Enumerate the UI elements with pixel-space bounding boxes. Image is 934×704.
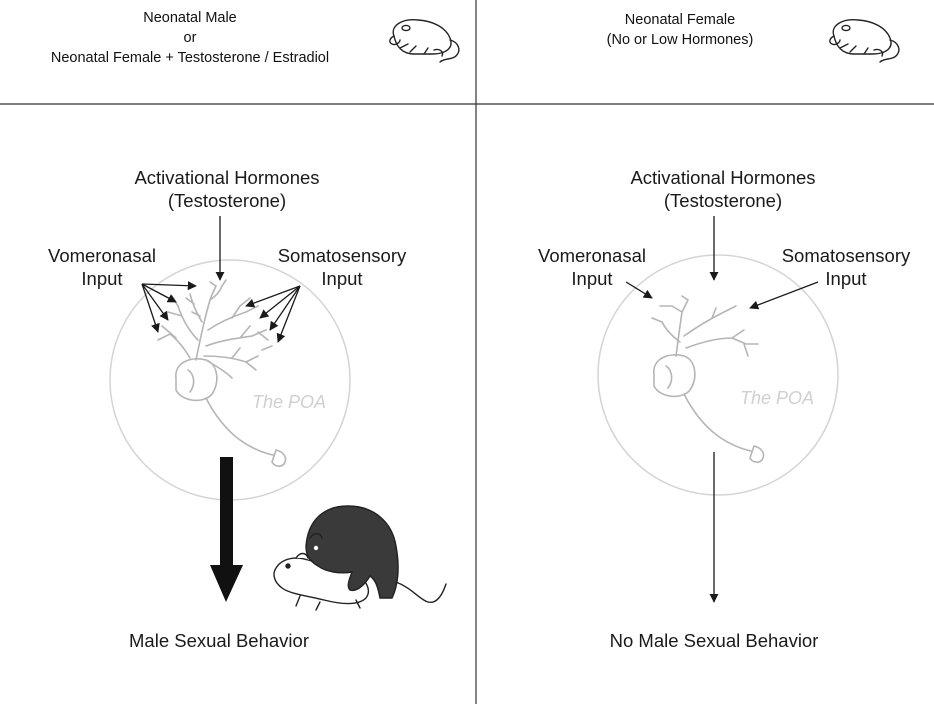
mating-rats-icon (274, 506, 446, 610)
neonatal-pup-icon (390, 20, 459, 62)
left-somatosensory-label: Somatosensory Input (252, 244, 432, 290)
vomeronasal-line1: Vomeronasal (22, 244, 182, 267)
somatosensory-line2: Input (252, 267, 432, 290)
right-header-line1: Neonatal Female (560, 10, 800, 30)
activational-line2: (Testosterone) (92, 189, 362, 212)
activational-line1: Activational Hormones (92, 166, 362, 189)
right-vomeronasal-label: Vomeronasal Input (512, 244, 672, 290)
right-somatosensory-label: Somatosensory Input (758, 244, 934, 290)
somatosensory-line1: Somatosensory (758, 244, 934, 267)
left-activational-label: Activational Hormones (Testosterone) (92, 166, 362, 212)
left-header-line2: or (0, 28, 380, 48)
right-activational-label: Activational Hormones (Testosterone) (588, 166, 858, 212)
vomeronasal-line2: Input (512, 267, 672, 290)
left-poa-label: The POA (252, 392, 326, 413)
neuron-icon (158, 280, 286, 466)
left-header-line1: Neonatal Male (0, 8, 380, 28)
somatosensory-line2: Input (758, 267, 934, 290)
right-behavior-label: No Male Sexual Behavior (584, 630, 844, 652)
left-behavior-label: Male Sexual Behavior (94, 630, 344, 652)
vomeronasal-line2: Input (22, 267, 182, 290)
activational-line1: Activational Hormones (588, 166, 858, 189)
somatosensory-arrows (246, 286, 300, 342)
neuron-icon (652, 296, 764, 462)
right-header: Neonatal Female (No or Low Hormones) (560, 10, 800, 50)
neonatal-pup-icon (830, 20, 899, 62)
left-header-line3: Neonatal Female + Testosterone / Estradi… (0, 48, 380, 68)
activational-line2: (Testosterone) (588, 189, 858, 212)
strong-behavior-arrow (210, 457, 243, 602)
poa-region-circle (598, 255, 838, 495)
left-header: Neonatal Male or Neonatal Female + Testo… (0, 8, 380, 68)
left-vomeronasal-label: Vomeronasal Input (22, 244, 182, 290)
right-poa-label: The POA (740, 388, 814, 409)
somatosensory-line1: Somatosensory (252, 244, 432, 267)
vomeronasal-line1: Vomeronasal (512, 244, 672, 267)
right-header-line2: (No or Low Hormones) (560, 30, 800, 50)
